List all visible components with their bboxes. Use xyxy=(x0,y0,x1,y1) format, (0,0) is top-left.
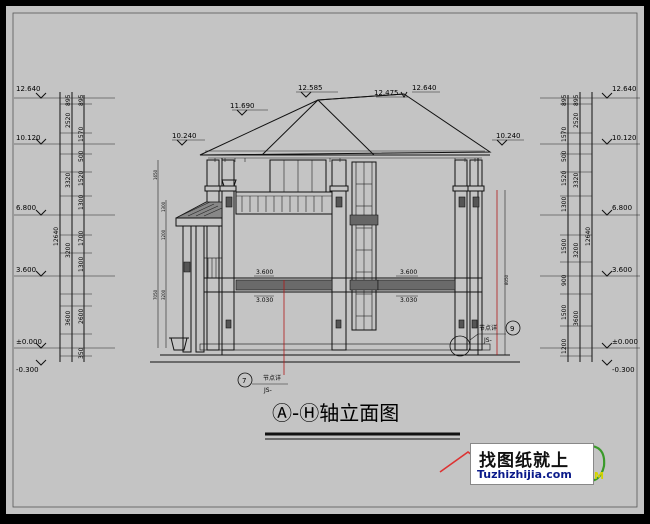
left-level-6: -0.300 xyxy=(16,366,39,374)
right-level-3: 6.800 xyxy=(612,204,632,212)
right-dimension-column: 12.640 10.120 6.800 3.600 ±0.000 -0.300 … xyxy=(540,85,640,374)
floor-level-right: 3.600 xyxy=(400,269,417,276)
left-level-3: 6.800 xyxy=(16,204,36,212)
roof-level-12585: 12.585 xyxy=(298,84,323,92)
svg-text:7050: 7050 xyxy=(153,289,158,300)
floor-level-marks: 3.600 3.600 3.030 3.030 xyxy=(254,269,418,304)
left-level-5: ±0.000 xyxy=(16,338,42,346)
right-dim-12: 3600 xyxy=(573,311,580,326)
watermark-cn: 找图纸就上 xyxy=(479,451,569,471)
left-dim-total: 12640 xyxy=(53,227,60,246)
drawing-title-block: Ⓐ-Ⓗ轴立面图 xyxy=(265,401,460,440)
svg-text:8050: 8050 xyxy=(504,274,509,285)
drawing-title: Ⓐ-Ⓗ轴立面图 xyxy=(272,401,399,425)
right-dim-1: 895 xyxy=(561,94,568,106)
detail-label-left: 节点详 xyxy=(263,374,281,382)
drawing-sheet xyxy=(6,6,644,514)
right-dim-4: 500 xyxy=(561,150,568,162)
right-level-4: 3.600 xyxy=(612,266,632,274)
left-dim-7: 1300 xyxy=(78,195,85,210)
detail-num-left: 7 xyxy=(242,377,246,385)
sub-level-right: 3.030 xyxy=(400,297,417,304)
right-dim-total: 12640 xyxy=(585,227,592,246)
right-dim-10: 900 xyxy=(561,274,568,286)
right-level-2: 10.120 xyxy=(612,134,637,142)
left-dim-5: 1520 xyxy=(78,171,85,186)
right-dim-11: 1500 xyxy=(561,305,568,320)
watermark-mark: M xyxy=(594,471,604,482)
facade xyxy=(150,158,520,363)
left-level-4: 3.600 xyxy=(16,266,36,274)
detail-callout-left: 7 节点详 JS- xyxy=(237,372,288,394)
right-dim-1b: 895 xyxy=(573,94,580,106)
detail-ref-left: JS- xyxy=(263,387,272,394)
right-level-6: -0.300 xyxy=(612,366,635,374)
left-dim-13: 350 xyxy=(78,347,85,359)
sub-level-left: 3.030 xyxy=(256,297,273,304)
right-dim-7: 1300 xyxy=(561,197,568,212)
detail-ref-right: JS- xyxy=(483,337,492,344)
left-dim-3: 1570 xyxy=(78,127,85,142)
right-dim-3: 1570 xyxy=(561,127,568,142)
watermark-banner: 找图纸就上 Tuzhizhijia.com xyxy=(470,443,594,485)
roof-level-12475: 12.475 xyxy=(374,89,399,97)
left-level-2: 10.120 xyxy=(16,134,41,142)
guide-lines: 8050 xyxy=(283,190,509,375)
right-dim-8: 1500 xyxy=(561,239,568,254)
left-dim-1: 895 xyxy=(65,94,72,106)
roof-level-12640: 12.640 xyxy=(412,84,437,92)
right-level-5: ±0.000 xyxy=(612,338,638,346)
right-level-1: 12.640 xyxy=(612,85,637,93)
left-dim-12: 3600 xyxy=(65,311,72,326)
svg-text:1200: 1200 xyxy=(161,229,166,240)
roof: 12.585 12.475 12.640 11.690 10.240 10.24… xyxy=(172,84,524,162)
detail-callout-right: 节点详 JS- 9 xyxy=(449,320,521,357)
right-dim-13: 1200 xyxy=(561,339,568,354)
left-dim-6: 3320 xyxy=(65,173,72,188)
svg-text:1650: 1650 xyxy=(153,169,158,180)
eave-level-right: 10.240 xyxy=(496,132,521,140)
eave-level-left: 10.240 xyxy=(172,132,197,140)
roof-level-11690: 11.690 xyxy=(230,102,255,110)
left-dim-10: 1300 xyxy=(78,257,85,272)
detail-num-right: 9 xyxy=(510,325,514,333)
left-dimension-column: 12.640 10.120 6.800 3.600 ±0.000 -0.300 … xyxy=(14,85,115,374)
left-dim-9: 3200 xyxy=(65,243,72,258)
right-dim-2: 2520 xyxy=(573,113,580,128)
sheet-frame xyxy=(12,12,638,508)
floor-level-left: 3.600 xyxy=(256,269,273,276)
left-dim-4: 500 xyxy=(78,150,85,162)
left-dim-1b: 895 xyxy=(78,94,85,106)
left-level-1: 12.640 xyxy=(16,85,41,93)
right-dim-6: 3320 xyxy=(573,173,580,188)
left-dim-8: 1700 xyxy=(78,231,85,246)
watermark-url: Tuzhizhijia.com xyxy=(477,468,572,481)
right-dim-5: 1520 xyxy=(561,171,568,186)
svg-text:1300: 1300 xyxy=(161,201,166,212)
left-dim-11: 2600 xyxy=(78,309,85,324)
entry-porch: 1650 1300 1200 3200 7050 xyxy=(153,160,237,353)
right-dim-9: 3200 xyxy=(573,243,580,258)
svg-text:3200: 3200 xyxy=(161,289,166,300)
detail-label-right: 节点详 xyxy=(479,324,497,332)
left-dim-2: 2520 xyxy=(65,113,72,128)
